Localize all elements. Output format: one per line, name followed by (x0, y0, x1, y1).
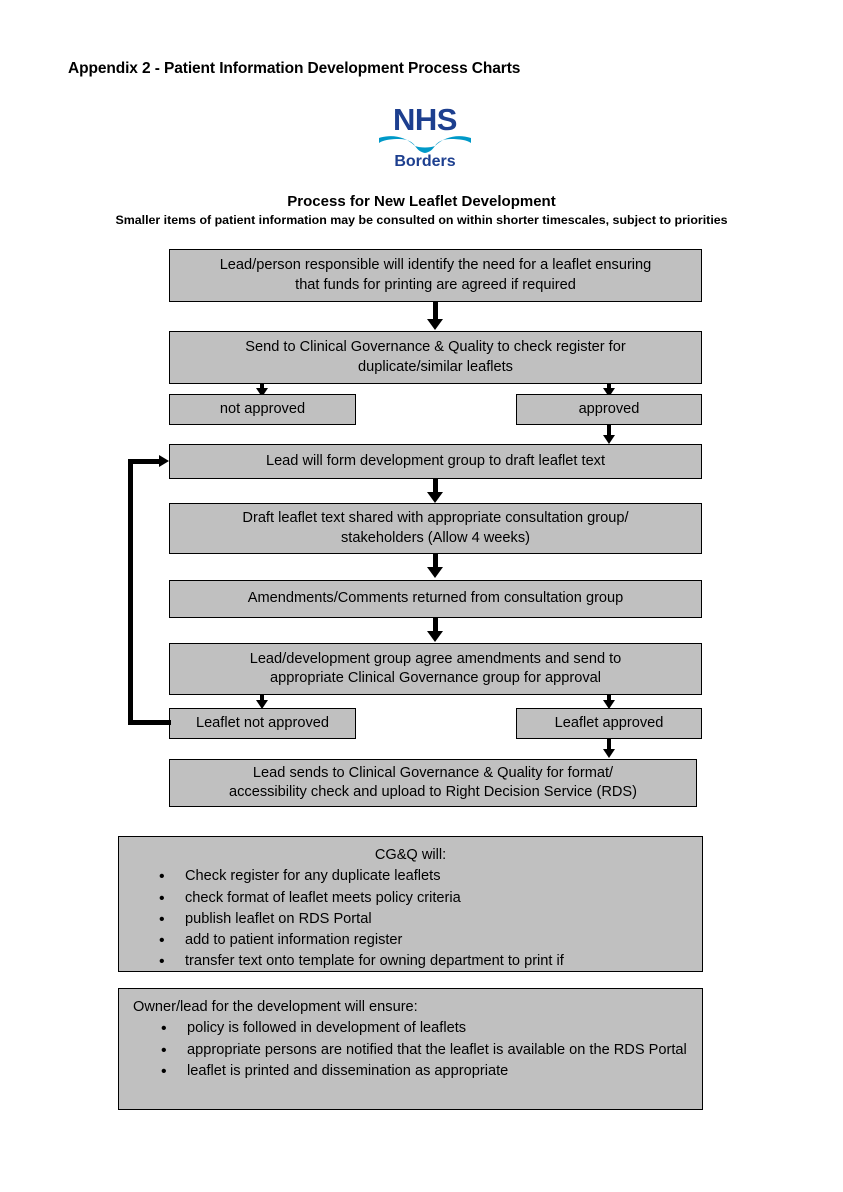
connector-5-to-6 (433, 554, 438, 569)
connector-approved-to-dev-group (607, 425, 611, 437)
process-subtitle: Smaller items of patient information may… (115, 213, 728, 227)
list-item: Check register for any duplicate leaflet… (129, 865, 692, 889)
flow-box-leaflet-not-approved: Leaflet not approved (169, 708, 356, 739)
list-item: publish leaflet on RDS Portal (129, 908, 692, 932)
flow-box-send-to-cgq-register: Send to Clinical Governance & Quality to… (169, 331, 702, 384)
flow-box-2-line2: duplicate/similar leaflets (358, 358, 513, 375)
arrowhead-7-to-leaflet-approved (603, 700, 615, 709)
flow-box-5-line2: stakeholders (Allow 4 weeks) (341, 529, 530, 546)
flow-box-amendments-returned: Amendments/Comments returned from consul… (169, 580, 702, 618)
page-title: Appendix 2 - Patient Information Develop… (68, 60, 521, 77)
owner-panel-list: policy is followed in development of lea… (129, 1017, 692, 1084)
arrowhead-2-to-not-approved (256, 388, 268, 397)
nhs-borders-logo: NHS Borders (373, 98, 477, 170)
feedback-loop-vertical (128, 459, 133, 725)
arrowhead-5-to-6 (427, 567, 443, 578)
flow-box-7-line2: appropriate Clinical Governance group fo… (270, 670, 601, 686)
arrowhead-approved-to-dev-group (603, 435, 615, 444)
connector-6-to-7 (433, 618, 438, 633)
connector-4-to-5 (433, 479, 438, 494)
list-item: check format of leaflet meets policy cri… (129, 887, 692, 911)
flow-box-form-development-group: Lead will form development group to draf… (169, 444, 702, 479)
flow-box-9-line2: accessibility check and upload to Right … (229, 784, 637, 800)
list-item: transfer text onto template for owning d… (129, 950, 692, 974)
connector-7-to-leaflet-approved (607, 695, 611, 702)
feedback-loop-horizontal-bottom (128, 720, 171, 725)
flow-box-3b-label: approved (578, 400, 640, 417)
arrowhead-feedback-loop (159, 455, 169, 467)
list-item: policy is followed in development of lea… (129, 1017, 692, 1041)
arrowhead-4-to-5 (427, 492, 443, 503)
flow-box-4-label: Lead will form development group to draf… (265, 452, 606, 469)
flow-box-8a-label: Leaflet not approved (195, 714, 330, 731)
flow-box-draft-shared-consultation: Draft leaflet text shared with appropria… (169, 503, 702, 554)
flow-box-7-line1: Lead/development group agree amendments … (249, 650, 622, 667)
connector-1-to-2 (433, 302, 438, 321)
list-item: leaflet is printed and dissemination as … (129, 1060, 692, 1084)
flow-box-not-approved: not approved (169, 394, 356, 425)
flow-box-leaflet-approved: Leaflet approved (516, 708, 702, 739)
connector-7-to-leaflet-not-approved (260, 695, 264, 702)
owner-panel-heading: Owner/lead for the development will ensu… (133, 999, 418, 1015)
info-panel-cgq: CG&Q will: Check register for any duplic… (118, 836, 703, 974)
feedback-loop-horizontal-top (128, 459, 161, 464)
flow-box-agree-amendments: Lead/development group agree amendments … (169, 643, 702, 695)
flow-box-8b-label: Leaflet approved (554, 714, 664, 731)
arrowhead-2-to-approved (603, 388, 615, 397)
flow-box-approved: approved (516, 394, 702, 425)
flow-box-1-line2: that funds for printing are agreed if re… (295, 276, 576, 293)
svg-text:NHS: NHS (393, 102, 457, 137)
arrowhead-1-to-2 (427, 319, 443, 330)
flow-box-identify-need: Lead/person responsible will identify th… (169, 249, 702, 302)
flow-box-1-line1: Lead/person responsible will identify th… (219, 257, 652, 274)
cgq-panel-list: Check register for any duplicate leaflet… (129, 865, 692, 974)
process-title: Process for New Leaflet Development (287, 193, 556, 210)
connector-leaflet-approved-to-final (607, 739, 611, 751)
connector-2-to-not-approved (260, 384, 264, 390)
cgq-panel-heading: CG&Q will: (374, 847, 447, 863)
connector-2-to-approved (607, 384, 611, 390)
list-item: appropriate persons are notified that th… (129, 1039, 692, 1063)
svg-text:Borders: Borders (394, 153, 455, 170)
flow-box-3a-label: not approved (219, 400, 306, 417)
flow-box-2-line1: Send to Clinical Governance & Quality to… (245, 339, 626, 356)
arrowhead-leaflet-approved-to-final (603, 749, 615, 758)
arrowhead-6-to-7 (427, 631, 443, 642)
flow-box-6-label: Amendments/Comments returned from consul… (247, 590, 624, 607)
flow-box-9-line1: Lead sends to Clinical Governance & Qual… (252, 764, 614, 781)
flow-box-5-line1: Draft leaflet text shared with appropria… (242, 510, 629, 527)
flow-box-lead-sends-final: Lead sends to Clinical Governance & Qual… (169, 759, 697, 807)
list-item: add to patient information register (129, 929, 692, 953)
info-panel-owner: Owner/lead for the development will ensu… (118, 988, 703, 1110)
arrowhead-7-to-leaflet-not-approved (256, 700, 268, 709)
